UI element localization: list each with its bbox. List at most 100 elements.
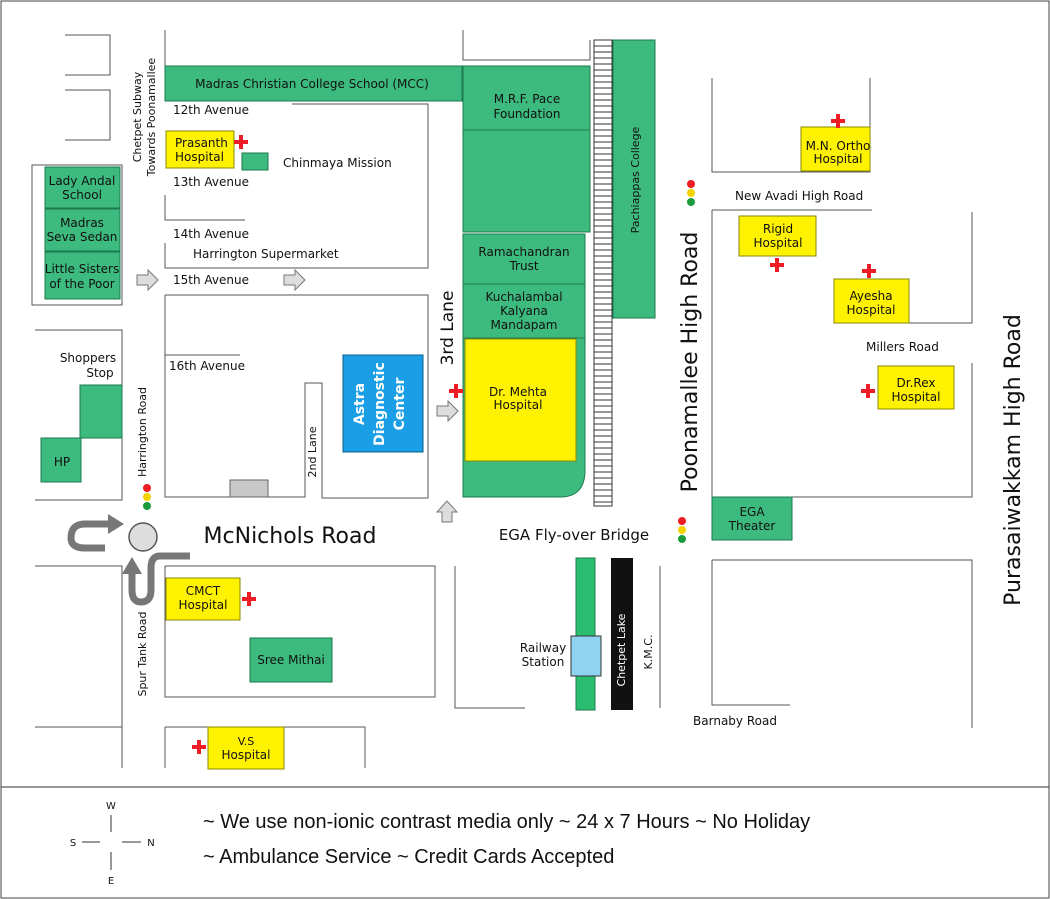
prasanth-label-1: Prasanth xyxy=(175,136,228,150)
avenue-15-label: 15th Avenue xyxy=(173,273,249,287)
avenue-12-label: 12th Avenue xyxy=(173,103,249,117)
roundabout xyxy=(67,514,190,606)
mrf-label-1: M.R.F. Pace xyxy=(494,92,561,106)
barnaby-road-label: Barnaby Road xyxy=(693,714,777,728)
mn-ortho-label-1: M.N. Ortho xyxy=(806,139,871,153)
building-grey xyxy=(229,479,269,498)
kuchalambal-label-3: Mandapam xyxy=(491,318,558,332)
drrex-label-2: Hospital xyxy=(892,390,941,404)
cmct-label-1: CMCT xyxy=(186,584,221,598)
kuchalambal-label-2: Kalyana xyxy=(500,304,548,318)
railway-label-2: Station xyxy=(522,655,565,669)
ramachandran-label-1: Ramachandran xyxy=(478,245,569,259)
traffic-signal-icon xyxy=(687,180,695,206)
drrex-label-1: Dr.Rex xyxy=(897,376,936,390)
mn-ortho-label-2: Hospital xyxy=(814,152,863,166)
red-cross-icon xyxy=(234,135,248,149)
harrington-road-label: Harrington Road xyxy=(136,387,149,477)
little-sisters-building xyxy=(44,251,121,300)
legend-line-1: ~ We use non-ionic contrast media only ~… xyxy=(203,811,810,833)
arrow-right-icon xyxy=(436,399,459,423)
legend: ~ We use non-ionic contrast media only ~… xyxy=(203,811,810,868)
roundabout-circle xyxy=(128,522,158,552)
seva-sedan-label-2: Seva Sedan xyxy=(47,230,118,244)
astra-label-3: Center xyxy=(392,377,408,430)
mcc-label: Madras Christian College School (MCC) xyxy=(195,77,429,91)
third-lane-label: 3rd Lane xyxy=(438,291,458,366)
yellow-buildings xyxy=(165,126,955,770)
compass xyxy=(82,815,141,870)
astra-label-2: Diagnostic xyxy=(372,362,388,446)
lady-andal-label-2: School xyxy=(62,188,102,202)
arrow-right-icon xyxy=(136,268,159,292)
chetpet-lake-label: Chetpet Lake xyxy=(615,613,628,686)
vs-hospital-building xyxy=(207,726,285,770)
astra-label-1: Astra xyxy=(352,383,368,425)
pachiappas-building xyxy=(612,39,656,319)
mehta-label-1: Dr. Mehta xyxy=(489,385,547,399)
shoppers-label-1: Shoppers xyxy=(60,351,116,365)
mehta-label-2: Hospital xyxy=(494,398,543,412)
compass-e: E xyxy=(108,876,114,887)
red-cross-icon xyxy=(242,592,256,606)
purasaiwakkam-road-label: Purasaiwakkam High Road xyxy=(1001,314,1026,606)
mcnichols-road-label: McNichols Road xyxy=(204,524,377,549)
lady-andal-label-1: Lady Andal xyxy=(49,174,116,188)
second-lane-label: 2nd Lane xyxy=(306,426,319,477)
compass-n: N xyxy=(147,838,154,849)
red-cross-icon xyxy=(449,384,463,398)
shoppers-stop-building xyxy=(79,384,123,439)
railway-strip xyxy=(593,39,613,507)
kuchalambal-building xyxy=(462,283,586,339)
prasanth-label-2: Hospital xyxy=(175,150,224,164)
kuchalambal-label-1: Kuchalambal xyxy=(485,290,562,304)
compass-labels: W S N E xyxy=(70,801,155,887)
legend-line-2: ~ Ambulance Service ~ Credit Cards Accep… xyxy=(203,846,614,868)
ayesha-label-2: Hospital xyxy=(847,303,896,317)
lady-andal-building xyxy=(44,166,121,209)
shoppers-label-2: Stop xyxy=(86,366,113,380)
block-outlines xyxy=(1,30,1049,788)
mcc-building xyxy=(164,65,463,102)
hp-label: HP xyxy=(54,455,70,469)
hp-building xyxy=(40,437,82,483)
millers-road-label: Millers Road xyxy=(866,340,939,354)
seva-sedan-label-1: Madras xyxy=(60,216,104,230)
chetpet-subway-label-1: Chetpet Subway xyxy=(131,71,144,162)
vs-label-2: Hospital xyxy=(222,748,271,762)
mrf-label-2: Foundation xyxy=(494,107,561,121)
hospital-markers xyxy=(192,114,876,754)
direction-arrows xyxy=(136,268,459,523)
red-cross-icon xyxy=(831,114,845,128)
compass-s: S xyxy=(70,838,76,849)
cmct-label-2: Hospital xyxy=(179,598,228,612)
pachiappas-label: Pachiappas College xyxy=(629,126,642,233)
mrf-annex-building xyxy=(462,129,591,233)
ega-flyover-label: EGA Fly-over Bridge xyxy=(499,526,649,544)
railway-track xyxy=(575,557,596,711)
kmc-label: K.M.C. xyxy=(642,635,655,670)
ega-theater-building xyxy=(711,496,793,541)
avenue-13-label: 13th Avenue xyxy=(173,175,249,189)
little-sisters-label-2: of the Poor xyxy=(49,277,114,291)
little-sisters-label-1: Little Sisters xyxy=(45,262,119,276)
u-turn-arrow-head xyxy=(122,557,142,574)
mehta-hospital-building xyxy=(464,338,577,462)
railway-station-building xyxy=(570,635,602,677)
ramachandran-building xyxy=(462,233,586,285)
compass-w: W xyxy=(106,801,116,812)
astra-building xyxy=(342,354,424,453)
chinmaya-building xyxy=(241,152,269,171)
u-turn-arrow-bottom xyxy=(128,552,190,606)
cmct-hospital-building xyxy=(165,577,241,621)
u-turn-arrow-left xyxy=(67,520,118,552)
red-cross-icon xyxy=(192,740,206,754)
traffic-signals xyxy=(143,180,695,543)
ayesha-hospital-building xyxy=(833,278,910,324)
red-cross-icon xyxy=(861,384,875,398)
ayesha-label-1: Ayesha xyxy=(849,289,892,303)
avenue-14-label: 14th Avenue xyxy=(173,227,249,241)
red-cross-icon xyxy=(770,258,784,272)
u-turn-arrow-head xyxy=(108,514,124,534)
